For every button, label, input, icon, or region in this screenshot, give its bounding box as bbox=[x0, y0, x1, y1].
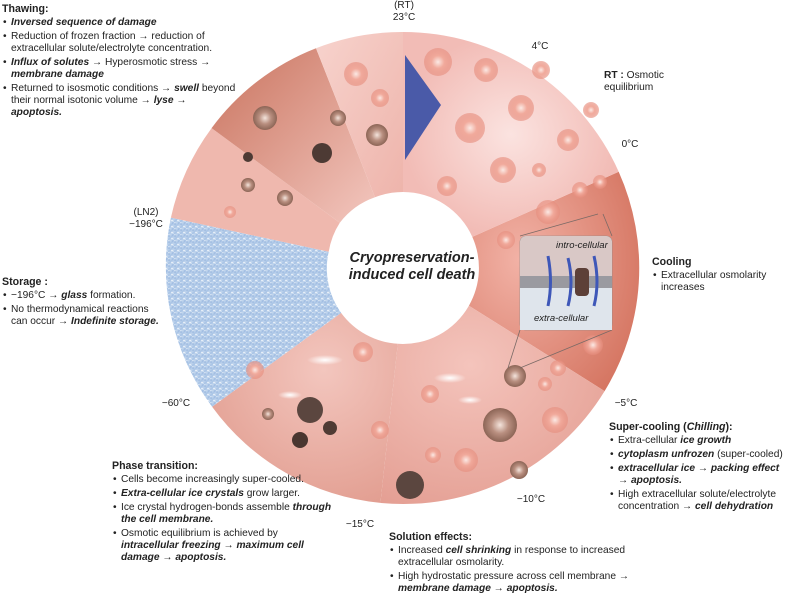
cells-phase bbox=[246, 342, 466, 499]
segment-thawing-late bbox=[211, 48, 375, 223]
phase-transition-block: Phase transition: Cells become increasin… bbox=[112, 460, 338, 566]
temp-ln2-caption: (LN2) bbox=[133, 207, 159, 218]
temp-label-4c: 4°C bbox=[531, 41, 549, 52]
phase-bullet-2: Extra-cellular ice crystals grow larger. bbox=[113, 488, 338, 500]
temp-label-rt: (RT) 23°C bbox=[378, 0, 430, 24]
thawing-bullet-2: Reduction of frozen fraction → reduction… bbox=[3, 31, 238, 55]
solution-bullet-2: High hydrostatic pressure across cell me… bbox=[390, 571, 651, 595]
storage-block: Storage : −196°C → glass formation. No t… bbox=[2, 276, 160, 330]
cells-cooling bbox=[497, 175, 607, 387]
supercooling-bullet-2: cytoplasm unfrozen (super-cooled) bbox=[610, 449, 789, 461]
rt-annotation-text: Osmotic equilibrium bbox=[604, 70, 665, 93]
temp-ln2-value: −196°C bbox=[129, 219, 163, 230]
phase-bullet-4: Osmotic equilibrium is achieved by intra… bbox=[113, 528, 338, 564]
cells-rt bbox=[424, 48, 599, 196]
thawing-title: Thawing: bbox=[2, 3, 49, 15]
start-arrow-marker bbox=[405, 55, 441, 160]
temp-label-minus5c: −5°C bbox=[614, 398, 638, 409]
rt-annotation-head: RT : bbox=[604, 70, 624, 81]
rt-annotation: RT : Osmotic equilibrium bbox=[604, 70, 684, 94]
temp-rt-value: 23°C bbox=[392, 12, 416, 23]
cells-solution bbox=[421, 377, 568, 479]
cooling-title: Cooling bbox=[652, 256, 692, 268]
inset-label-extracellular: extra-cellular bbox=[534, 313, 589, 324]
segment-thawing-final bbox=[316, 31, 403, 198]
supercooling-title: Super-cooling (Chilling): bbox=[609, 421, 733, 433]
temp-label-minus10c: −10°C bbox=[516, 494, 546, 505]
segment-storage-ln2 bbox=[165, 217, 342, 407]
cooling-bullet-1: Extracellular osmolarity increases bbox=[653, 270, 788, 294]
storage-bullet-1: −196°C → glass formation. bbox=[3, 290, 160, 302]
thawing-bullet-1: Inversed sequence of damage bbox=[3, 17, 238, 29]
solution-bullet-1: Increased cell shrinking in response to … bbox=[390, 545, 651, 569]
temp-label-ln2: (LN2) −196°C bbox=[116, 207, 176, 231]
thawing-block: Thawing: Inversed sequence of damage Red… bbox=[2, 3, 238, 121]
phase-bullet-3: Ice crystal hydrogen-bonds assemble thro… bbox=[113, 502, 338, 526]
supercooling-bullet-4: High extracellular solute/electrolyte co… bbox=[610, 489, 789, 513]
storage-bullet-2: No thermodynamical reactions can occur →… bbox=[3, 304, 160, 328]
cells-thawing bbox=[224, 62, 389, 218]
solution-effects-block: Solution effects: Increased cell shrinki… bbox=[389, 531, 651, 597]
supercooling-bullet-1: Extra-cellular ice growth bbox=[610, 435, 789, 447]
center-title: Cryopreservation-induced cell death bbox=[348, 250, 476, 283]
cooling-block: Cooling Extracellular osmolarity increas… bbox=[652, 256, 788, 296]
temp-label-minus15c: −15°C bbox=[345, 519, 375, 530]
storage-title: Storage : bbox=[2, 276, 48, 288]
supercooling-block: Super-cooling (Chilling): Extra-cellular… bbox=[609, 421, 789, 515]
temp-label-minus60c: −60°C bbox=[161, 398, 191, 409]
supercooling-bullet-3: extracellular ice → packing effect → apo… bbox=[610, 463, 789, 487]
temp-rt-caption: (RT) bbox=[394, 0, 414, 11]
phase-bullet-1: Cells become increasingly super-cooled. bbox=[113, 474, 338, 486]
thawing-bullet-3: Influx of solutes → Hyperosmotic stress … bbox=[3, 57, 238, 81]
solution-title: Solution effects: bbox=[389, 531, 472, 543]
phase-title: Phase transition: bbox=[112, 460, 198, 472]
thawing-bullet-4: Returned to isosmotic conditions → swell… bbox=[3, 83, 238, 119]
temp-label-0c: 0°C bbox=[621, 139, 639, 150]
inset-membrane-view bbox=[507, 213, 613, 369]
inset-label-intracellular: intro-cellular bbox=[556, 240, 608, 251]
segment-thawing-early bbox=[170, 128, 340, 252]
